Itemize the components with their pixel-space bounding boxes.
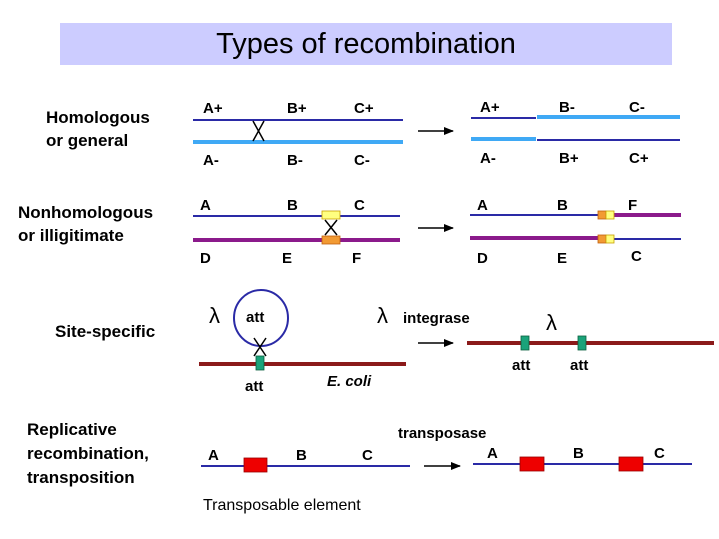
att-site-box (577, 335, 587, 351)
crossover-mark (253, 337, 267, 357)
att-site-box (520, 335, 530, 351)
att-label: att (246, 309, 264, 326)
nonhomologous-right: A B F D E C (470, 197, 681, 267)
row-label-line: or general (46, 131, 129, 150)
homologous-right: A+ B- C- A- B+ C+ (471, 99, 680, 167)
gene-label: E (282, 250, 292, 267)
site-specific-right: λ att att (467, 310, 714, 374)
recombination-site-box (321, 210, 341, 220)
transposon-box (618, 456, 644, 472)
gene-label: A+ (480, 99, 500, 116)
row-label-line: transposition (27, 468, 135, 487)
row-label-line: Replicative (27, 420, 117, 439)
gene-label: F (628, 197, 637, 214)
gene-label: B- (559, 99, 575, 116)
transposable-element-caption: Transposable element (203, 497, 361, 514)
homologous-left: A+ B+ C+ A- B- C- (193, 100, 403, 169)
nonhomologous-left: A B C D E F (193, 197, 400, 267)
gene-label: B- (287, 152, 303, 169)
lambda-symbol: λ (209, 303, 220, 328)
att-label: att (512, 357, 530, 374)
row-label-site-specific: Site-specific (55, 320, 155, 343)
recombination-site-box (597, 234, 607, 244)
crossover-mark (252, 120, 265, 142)
title-bar: Types of recombination (60, 23, 672, 65)
row-label-homologous: Homologous or general (46, 106, 150, 152)
gene-label: D (477, 250, 488, 267)
integrase-label: integrase (403, 310, 470, 327)
lambda-symbol: λ (546, 310, 557, 335)
row-label-line: Homologous (46, 108, 150, 127)
gene-label: A- (480, 150, 496, 167)
transposon-box (519, 456, 545, 472)
gene-label: B (287, 197, 298, 214)
gene-label: D (200, 250, 211, 267)
transposase-label: transposase (398, 425, 486, 442)
gene-label: A- (203, 152, 219, 169)
recombination-site-box (597, 210, 607, 220)
gene-label: B (296, 447, 307, 464)
recombination-site-box (605, 234, 615, 244)
att-site-box (255, 355, 265, 371)
att-label: att (570, 357, 588, 374)
replicative-left: A B C (201, 447, 410, 473)
row-label-line: Site-specific (55, 322, 156, 341)
page-title: Types of recombination (216, 28, 516, 60)
row-label-line: recombination, (27, 444, 149, 463)
recombination-site-box (605, 210, 615, 220)
gene-label: B (573, 445, 584, 462)
recombination-site-box (321, 235, 341, 245)
gene-label: B (557, 197, 568, 214)
att-label: att (245, 378, 263, 395)
gene-label: A (487, 445, 498, 462)
crossover-mark (324, 219, 338, 236)
gene-label: C- (354, 152, 370, 169)
replicative-right: A B C (473, 445, 692, 472)
lambda-symbol: λ (377, 303, 388, 328)
row-label-replicative: Replicative recombination, transposition (27, 418, 149, 490)
gene-label: B+ (287, 100, 307, 117)
gene-label: C (362, 447, 373, 464)
transposon-box (243, 457, 268, 473)
site-specific-left: λ att att E. coli (199, 289, 406, 395)
gene-label: C (354, 197, 365, 214)
gene-label: F (352, 250, 361, 267)
gene-label: A (208, 447, 219, 464)
row-label-nonhomologous: Nonhomologous or illigitimate (18, 201, 153, 247)
gene-label: E (557, 250, 567, 267)
gene-label: C (631, 248, 642, 265)
gene-label: C- (629, 99, 645, 116)
row-label-line: Nonhomologous (18, 203, 154, 222)
gene-label: A+ (203, 100, 223, 117)
gene-label: C (654, 445, 665, 462)
gene-label: C+ (354, 100, 374, 117)
ecoli-label: E. coli (327, 373, 372, 390)
gene-label: A (200, 197, 211, 214)
gene-label: C+ (629, 150, 649, 167)
gene-label: B+ (559, 150, 579, 167)
row-label-line: or illigitimate (18, 226, 124, 245)
gene-label: A (477, 197, 488, 214)
